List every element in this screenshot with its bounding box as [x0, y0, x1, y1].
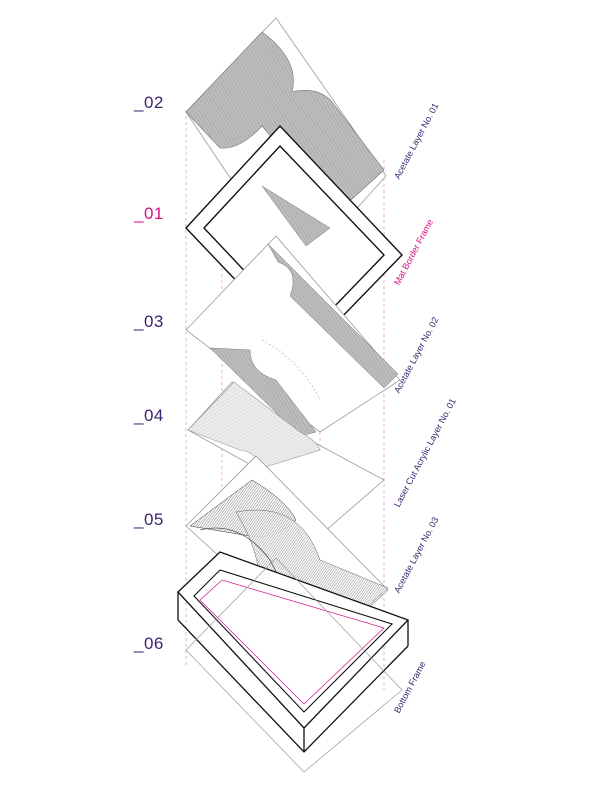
layer-06-bottom-frame	[177, 551, 410, 773]
layer-number-05: _05	[134, 510, 164, 529]
layer-number-02: _02	[134, 93, 164, 112]
layer-number-06: _06	[134, 634, 164, 653]
layer-number-04: _04	[134, 406, 164, 425]
layer-number-01: _01	[134, 204, 164, 223]
layer-03-acetate-02	[185, 235, 401, 437]
layer-number-03: _03	[134, 312, 164, 331]
